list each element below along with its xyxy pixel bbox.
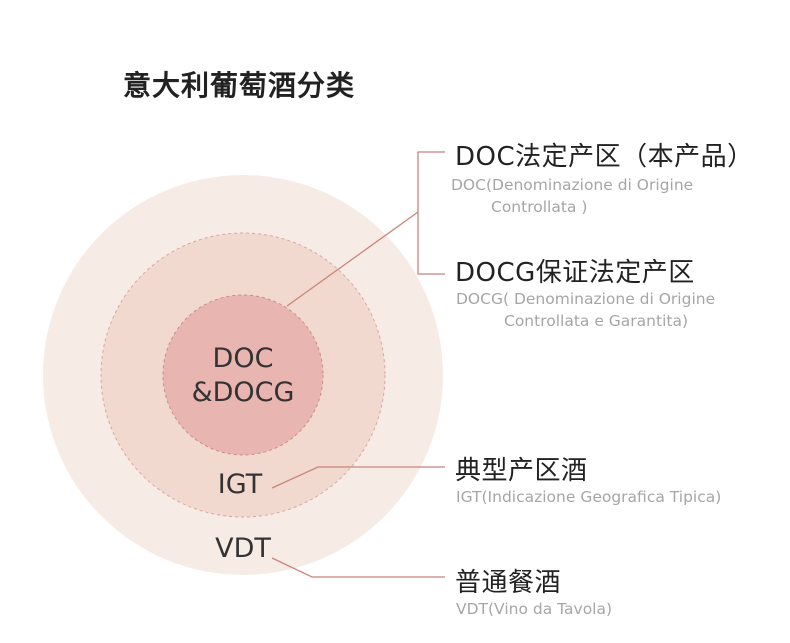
- doc-category-subtitle: DOC(Denominazione di Origine Controllata…: [451, 174, 693, 218]
- doc-bracket-line: [417, 151, 445, 275]
- inner-ring-doc-docg: [162, 294, 324, 456]
- vdt-category-title: 普通餐酒: [455, 568, 562, 598]
- inner-ring-label: DOC &DOCG: [183, 342, 303, 410]
- outer-ring-label: VDT: [215, 533, 271, 564]
- doc-connector-line: [286, 211, 419, 307]
- igt-connector-line: [271, 466, 445, 489]
- middle-ring-label: IGT: [217, 469, 263, 500]
- vdt-connector-line: [271, 557, 445, 578]
- igt-category-title: 典型产区酒: [455, 456, 588, 486]
- doc-subtitle-line1: DOC(Denominazione di Origine: [451, 176, 694, 194]
- docg-subtitle-line2: Controllata e Garantita): [504, 312, 689, 330]
- docg-category-title: DOCG保证法定产区: [455, 258, 695, 288]
- doc-category-title: DOC法定产区（本产品）: [455, 142, 754, 172]
- doc-subtitle-line2: Controllata ): [491, 198, 588, 216]
- docg-category-subtitle: DOCG( Denominazione di Origine Controlla…: [456, 288, 715, 332]
- docg-subtitle-line1: DOCG( Denominazione di Origine: [456, 290, 716, 308]
- vdt-category-subtitle: VDT(Vino da Tavola): [456, 600, 613, 618]
- page-title: 意大利葡萄酒分类: [123, 69, 356, 102]
- inner-ring-label-line2: &DOCG: [191, 377, 295, 408]
- igt-category-subtitle: IGT(Indicazione Geografica Tipica): [456, 488, 722, 506]
- inner-ring-label-line1: DOC: [212, 343, 274, 374]
